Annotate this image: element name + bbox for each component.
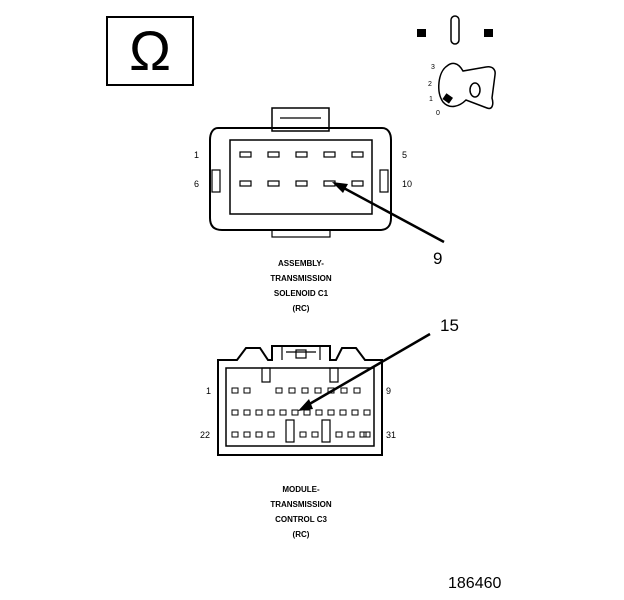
c1-callout-arrow <box>339 184 445 244</box>
c1-pin <box>267 151 280 158</box>
c3-caption: MODULE- TRANSMISSION CONTROL C3 (RC) <box>270 485 332 539</box>
key-position-3: 3 <box>431 64 435 71</box>
c3-pin <box>335 431 343 438</box>
c1-pin <box>351 180 364 187</box>
c3-pin <box>347 431 355 438</box>
key-position-1: 1 <box>429 96 433 103</box>
c1-pin-label-1: 1 <box>194 150 199 160</box>
c3-pin <box>243 431 251 438</box>
c3-pin <box>353 387 361 394</box>
c3-pin <box>363 409 371 416</box>
c3-pin <box>231 431 239 438</box>
c1-caption: ASSEMBLY- TRANSMISSION SOLENOID C1 (RC) <box>270 259 332 313</box>
c3-callout-number: 15 <box>440 316 459 335</box>
c3-pin <box>288 387 296 394</box>
c1-pin <box>351 151 364 158</box>
ohmmeter-symbol: Ω <box>106 16 194 86</box>
c1-pin-label-10: 10 <box>402 179 412 189</box>
c1-pin <box>239 151 252 158</box>
c3-pin <box>243 409 251 416</box>
c1-pin-label-6: 6 <box>194 179 199 189</box>
c3-pin <box>299 431 307 438</box>
c3-pin <box>314 387 322 394</box>
svg-text:(RC): (RC) <box>293 304 310 313</box>
svg-text:SOLENOID C1: SOLENOID C1 <box>274 289 329 298</box>
c3-pin <box>327 409 335 416</box>
c1-pin <box>295 151 308 158</box>
figure-id: 186460 <box>448 575 501 592</box>
connector-c3: 1 9 22 31 15 MODULE- TRANSMISSION CONTRO… <box>200 316 459 539</box>
c3-pin <box>231 409 239 416</box>
c3-pin-grid <box>231 387 371 438</box>
svg-text:TRANSMISSION: TRANSMISSION <box>270 274 332 283</box>
key-position-2: 2 <box>428 81 432 88</box>
c3-pin <box>255 409 263 416</box>
c3-pin <box>291 409 299 416</box>
c3-pin <box>363 431 371 438</box>
c3-pin <box>311 431 319 438</box>
c1-pin <box>295 180 308 187</box>
c1-pin-row-bottom <box>239 180 364 187</box>
c3-pin <box>231 387 239 394</box>
c1-pin-row-top <box>239 151 364 158</box>
c3-pin-label-1: 1 <box>206 386 211 396</box>
c1-pin <box>267 180 280 187</box>
c3-pin-label-31: 31 <box>386 430 396 440</box>
c3-pin <box>255 431 263 438</box>
svg-text:TRANSMISSION: TRANSMISSION <box>270 500 332 509</box>
c3-pin <box>279 409 287 416</box>
c3-pin <box>275 387 283 394</box>
key-position-0: 0 <box>436 110 440 117</box>
c3-pin <box>315 409 323 416</box>
c3-pin-label-22: 22 <box>200 430 210 440</box>
c3-pin <box>301 387 309 394</box>
c1-callout-number: 9 <box>433 249 442 268</box>
svg-text:CONTROL C3: CONTROL C3 <box>275 515 327 524</box>
ignition-switch-icon: 3 2 1 0 <box>417 15 496 117</box>
svg-text:ASSEMBLY-: ASSEMBLY- <box>278 259 324 268</box>
svg-text:MODULE-: MODULE- <box>282 485 320 494</box>
connector-c1: 1 5 6 10 9 ASSEMBLY- TRANSMISSION SOLENO… <box>194 107 445 313</box>
svg-text:(RC): (RC) <box>293 530 310 539</box>
c1-pin <box>323 151 336 158</box>
c3-pin <box>267 431 275 438</box>
c3-pin <box>243 387 251 394</box>
c3-pin <box>267 409 275 416</box>
c3-pin <box>303 409 311 416</box>
c3-pin <box>359 431 367 438</box>
c3-pin <box>339 409 347 416</box>
c3-pin-label-9: 9 <box>386 386 391 396</box>
c3-pin <box>351 409 359 416</box>
c3-pin <box>340 387 348 394</box>
c1-pin <box>239 180 252 187</box>
ohm-icon: Ω <box>129 19 171 82</box>
c1-pin-label-5: 5 <box>402 150 407 160</box>
c1-pin <box>323 180 336 187</box>
c3-callout-arrow <box>305 332 431 408</box>
